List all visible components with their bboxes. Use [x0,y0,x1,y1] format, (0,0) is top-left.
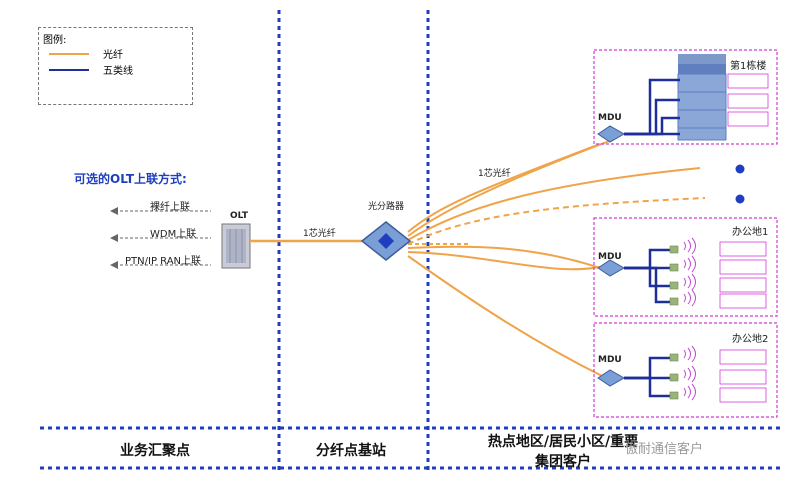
olt-label: OLT [230,211,249,221]
legend-title: 图例: [43,35,67,46]
zone-hotspot-customers: 热点地区/居民小区/重要集团客户 [487,434,639,470]
mdu-label-office2: MDU [598,355,622,365]
uplink-option-bare-fiber: 裸纤上联 [150,202,190,213]
uplink-arrowhead [110,261,118,269]
site-boxes [593,49,778,418]
uplink-option-wdm: WDM上联 [150,229,197,240]
signal-waves [683,237,696,401]
terminal-labels [719,73,769,403]
splitter-device [360,221,412,261]
mdu-device [597,125,626,143]
building-label: 第1栋楼 [730,61,767,72]
more-dot [735,194,745,204]
fiber-label-right: 1芯光纤 [478,169,511,179]
uplink-arrowhead [110,234,118,242]
uplink-options-title: 可选的OLT上联方式: [74,172,187,186]
olt-device [221,223,251,269]
uplink-arrowhead [110,207,118,215]
mdu-device [597,259,626,277]
uplink-arrows [115,210,211,266]
more-dot [735,164,745,174]
mdu-label-building: MDU [598,113,622,123]
legend-box: 图例: 光纤 五类线 [38,27,193,105]
legend-cat5-label: 五类线 [103,66,133,77]
legend-cat5-swatch [49,69,89,71]
legend-row-fiber: 光纤 [49,46,184,61]
mdu-label-office1: MDU [598,252,622,262]
legend-row-cat5: 五类线 [49,62,184,77]
legend-fiber-label: 光纤 [103,50,123,61]
office2-label: 办公地2 [732,334,769,345]
splitter-label: 光分路器 [368,202,405,212]
watermark: 傲耐通信客户 [625,442,704,457]
legend-fiber-swatch [49,53,89,55]
fiber-label-middle: 1芯光纤 [303,229,336,239]
zone-aggregation: 业务汇聚点 [120,443,190,459]
fiber-fanout [407,139,706,377]
mdu-device [597,369,626,387]
office1-label: 办公地1 [732,227,769,238]
building [677,54,727,141]
zone-splitter-site: 分纤点基站 [316,443,386,459]
terminal-rows [669,245,679,400]
cat5-lines [624,78,680,398]
uplink-option-ptn-ipran: PTN/IP RAN上联 [125,256,202,267]
